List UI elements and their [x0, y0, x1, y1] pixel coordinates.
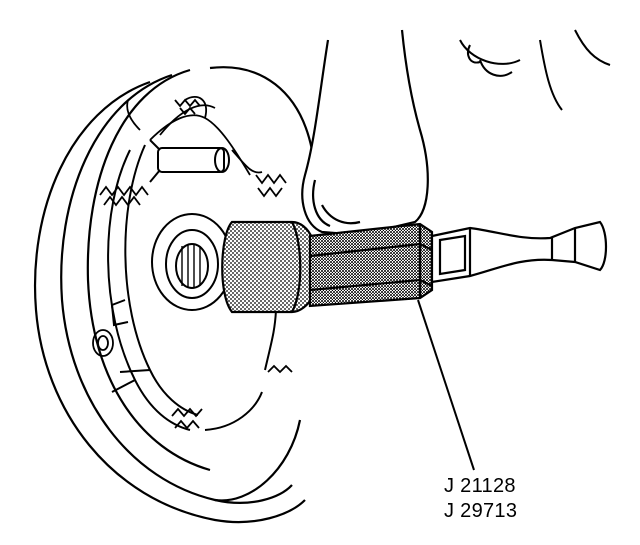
callout-leader-line [417, 299, 475, 471]
studs [92, 329, 293, 430]
brake-shoe [107, 144, 277, 431]
backing-plate [34, 66, 314, 524]
tool-number-label-2: J 29713 [444, 500, 518, 522]
sleeve [459, 29, 611, 111]
driver-handle [308, 222, 434, 308]
spring-wires [126, 96, 263, 176]
return-spring [99, 98, 287, 207]
tool-number-label-1: J 21128 [444, 475, 516, 497]
seal-installer-tool [221, 220, 314, 314]
hammer [430, 220, 608, 284]
wheel-cylinder [149, 139, 230, 183]
hand [301, 29, 429, 237]
axle-seal [151, 213, 233, 311]
